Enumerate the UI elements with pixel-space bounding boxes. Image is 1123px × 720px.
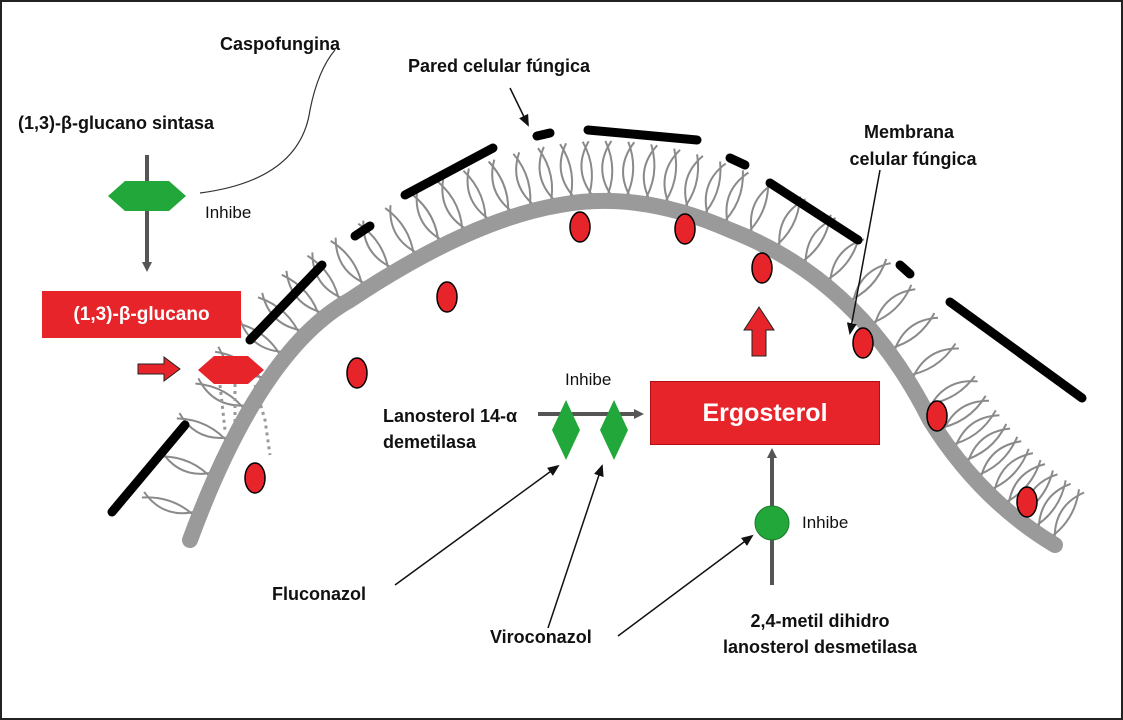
glucano-box: (1,3)-β-glucano: [42, 291, 241, 338]
membrane-proteins: [245, 212, 1037, 517]
red-input-arrow-icon: [138, 357, 180, 381]
metil-label-line1: 2,4-metil dihidro: [695, 611, 945, 632]
glucan-synthase-hexagon-icon: [108, 181, 186, 211]
metil-label-line2: lanosterol desmetilasa: [695, 637, 945, 658]
fluconazol-label: Fluconazol: [272, 584, 366, 605]
cell-wall-segments: [112, 130, 1082, 512]
membrane-protein: [675, 214, 695, 244]
pared-pointer: [510, 88, 528, 125]
membrane-protein: [927, 401, 947, 431]
glucano-sintasa-label: (1,3)-β-glucano sintasa: [18, 113, 214, 134]
wall-fibre: [979, 441, 1021, 484]
lanosterol-label-line1: Lanosterol 14-α: [383, 406, 517, 427]
membrana-label-line2: celular fúngica: [838, 149, 988, 170]
inhibe-caspofungina-label: Inhibe: [205, 203, 251, 223]
membrane-protein: [347, 358, 367, 388]
ergosterol-up-arrow-icon: [744, 307, 774, 356]
membrana-label-line1: Membrana: [854, 122, 964, 143]
viroconazol-label: Viroconazol: [490, 627, 592, 648]
inhibe-demethylase-label: Inhibe: [802, 513, 848, 533]
wall-fibre: [581, 141, 596, 201]
azole-target-diamond-icon: [600, 400, 628, 460]
pared-celular-label: Pared celular fúngica: [408, 56, 590, 77]
inhibe-azole-label: Inhibe: [565, 370, 611, 390]
glucan-red-hexagon-icon: [198, 356, 264, 384]
azole-target-diamond-icon: [552, 400, 580, 460]
caspofungina-leader: [200, 50, 335, 193]
cell-membrane-arc: [190, 201, 1055, 545]
membrane-protein: [853, 328, 873, 358]
demethylase-green-circle-icon: [755, 506, 789, 540]
membrane-protein: [570, 212, 590, 242]
wall-fibre: [561, 143, 579, 202]
membrane-protein: [752, 253, 772, 283]
viroconazol-pointer: [548, 466, 602, 628]
lanosterol-label-line2: demetilasa: [383, 432, 476, 453]
caspofungina-label: Caspofungina: [220, 34, 340, 55]
membrane-protein: [245, 463, 265, 493]
ergosterol-box: Ergosterol: [650, 381, 880, 445]
membrane-protein: [437, 282, 457, 312]
membrane-protein: [1017, 487, 1037, 517]
fluconazol-pointer: [395, 466, 558, 585]
